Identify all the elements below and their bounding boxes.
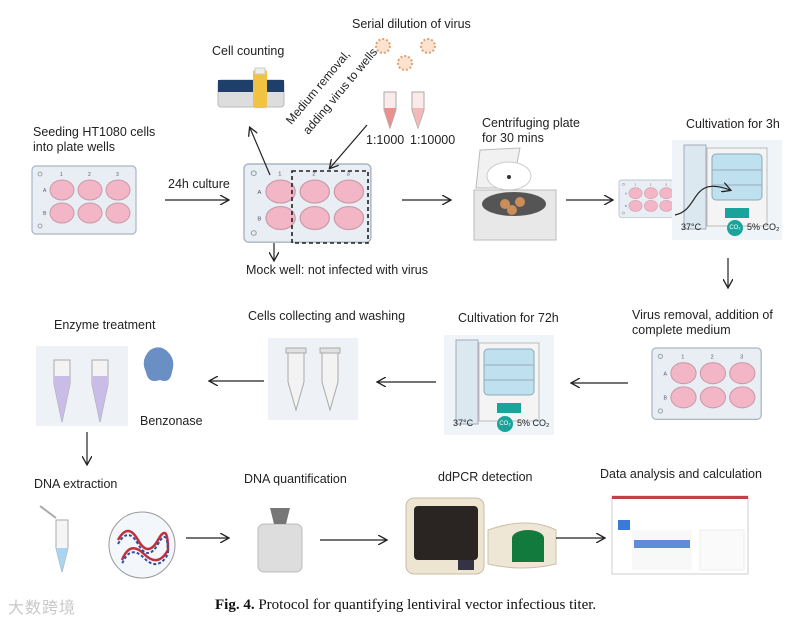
caption-text: Protocol for quantifying lentiviral vect…: [258, 597, 597, 613]
caption-label: Fig. 4.: [215, 597, 255, 613]
ddpcr-instrument-icon: [405, 497, 557, 575]
dna-icon: [116, 529, 170, 562]
dna-quantification-label: DNA quantification: [244, 472, 347, 486]
plate-medium: [651, 347, 762, 421]
co2-readout: 5% CO₂: [747, 222, 780, 232]
virus-icon: [375, 38, 436, 71]
serial-dilution-label: Serial dilution of virus: [352, 17, 471, 31]
cultivation-3h-label: Cultivation for 3h: [686, 117, 780, 131]
collect-wash-label: Cells collecting and washing: [248, 309, 406, 323]
cell-counting-label: Cell counting: [212, 44, 285, 58]
plate-infection: [243, 163, 372, 243]
arrow-cell-counting: [250, 128, 271, 176]
seeding-label: Seeding HT1080 cells: [33, 125, 156, 139]
temp-readout-72h: 37°C: [453, 418, 474, 428]
enzyme-tubes-bg: [36, 346, 128, 426]
centrifuge-icon: [473, 147, 557, 241]
mock-well-label: Mock well: not infected with virus: [246, 263, 429, 277]
wash-tubes-bg: [268, 338, 358, 420]
cultivation-72h-label: Cultivation for 72h: [458, 311, 559, 325]
co2-badge: CO₂: [727, 220, 743, 236]
dilution-2-label: 1:10000: [410, 133, 456, 147]
extraction-tube-icon: [39, 505, 69, 573]
cell-counter-icon: [217, 67, 285, 108]
co2-badge-72h: CO₂: [497, 416, 513, 432]
co2-readout-72h: 5% CO₂: [517, 418, 550, 428]
data-analysis-label: Data analysis and calculation: [600, 467, 762, 481]
virus-removal-label: Virus removal, addition of: [632, 308, 773, 322]
figure-caption: Fig. 4. Protocol for quantifying lentivi…: [215, 597, 596, 614]
analysis-software-screenshot: [611, 495, 749, 575]
plate-small: [618, 179, 677, 218]
temp-readout: 37°C: [681, 222, 702, 232]
seeding-label-2: into plate wells: [33, 140, 115, 154]
spectrophotometer-icon: [257, 508, 303, 573]
virus-removal-label-2: complete medium: [632, 323, 731, 337]
ddpcr-label: ddPCR detection: [438, 470, 533, 484]
dna-extraction-label: DNA extraction: [34, 477, 118, 491]
enzyme-tube-icon: [53, 359, 109, 423]
watermark: 大数跨境: [8, 600, 77, 617]
dilution-1-label: 1:1000: [366, 133, 405, 147]
culture-24h-label: 24h culture: [168, 177, 230, 191]
centrifuge-label-2: for 30 mins: [482, 131, 544, 145]
arrow-into-incubator: [674, 186, 730, 216]
centrifuge-label: Centrifuging plate: [482, 116, 580, 130]
benzonase-icon: [143, 347, 174, 381]
plate-seeding: [31, 165, 137, 235]
infected-wells-box: [291, 170, 369, 244]
benzonase-label: Benzonase: [140, 414, 203, 428]
dilution-tube-icon: [383, 91, 425, 130]
arrow-add-virus: [330, 124, 368, 168]
enzyme-label: Enzyme treatment: [54, 318, 156, 332]
